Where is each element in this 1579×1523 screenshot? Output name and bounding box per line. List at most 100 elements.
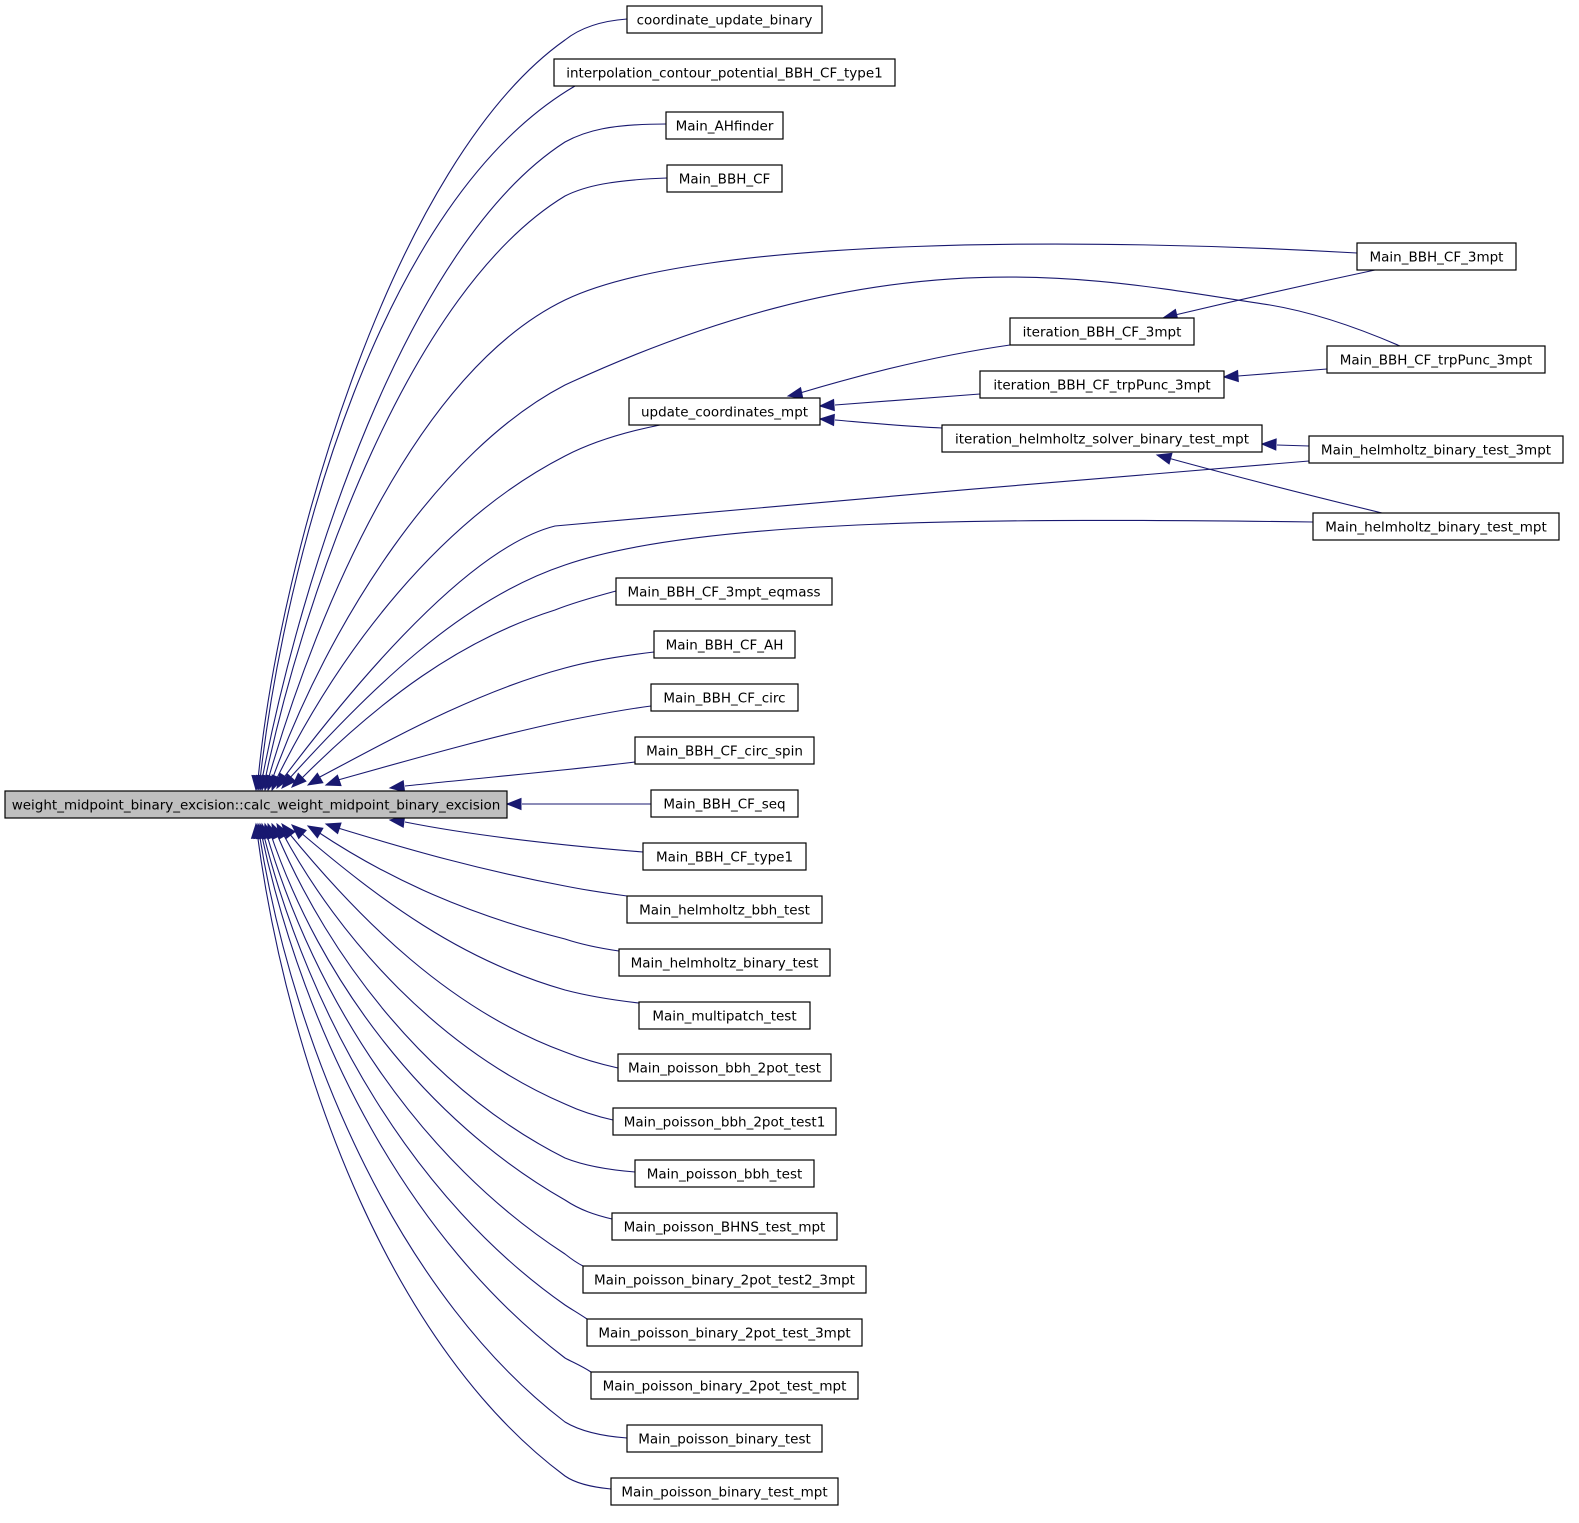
node-main_bbh_cf_3mpt_eqmass[interactable]: Main_BBH_CF_3mpt_eqmass [615,577,833,606]
node-box[interactable] [582,1265,867,1294]
node-label: Main_AHfinder [676,119,774,135]
node-main_poisson_binary_2pot_test_mpt[interactable]: Main_poisson_binary_2pot_test_mpt [590,1371,859,1400]
node-root[interactable]: weight_midpoint_binary_excision::calc_we… [4,790,508,819]
edge-line [834,419,943,429]
arrowhead-icon [324,774,342,787]
node-label: Main_poisson_bbh_2pot_test1 [624,1115,826,1131]
node-box[interactable] [610,1477,839,1506]
node-main_poisson_bhns_test_mpt[interactable]: Main_poisson_BHNS_test_mpt [611,1212,838,1241]
node-box[interactable] [638,1001,811,1030]
node-main_helmholtz_binary_test[interactable]: Main_helmholtz_binary_test [618,948,831,977]
node-label: Main_BBH_CF_AH [666,638,784,654]
node-label: Main_poisson_BHNS_test_mpt [624,1220,826,1236]
node-iteration_helmholtz[interactable]: iteration_helmholtz_solver_binary_test_m… [941,424,1263,453]
node-box[interactable] [653,630,796,659]
node-main_poisson_binary_test[interactable]: Main_poisson_binary_test [626,1424,823,1453]
edge-main_bbh_cf_circ_spin-to-root [388,761,636,793]
node-main_poisson_bbh_test[interactable]: Main_poisson_bbh_test [634,1159,815,1188]
node-main_bbh_cf_circ[interactable]: Main_BBH_CF_circ [650,683,799,712]
node-main_bbh_cf_type1[interactable]: Main_BBH_CF_type1 [642,842,807,871]
node-iteration_bbh_cf_3mpt[interactable]: iteration_BBH_CF_3mpt [1009,317,1195,346]
node-box[interactable] [586,1318,863,1347]
node-box[interactable] [615,577,833,606]
node-box[interactable] [666,164,783,193]
edge-line [317,831,620,952]
node-box[interactable] [618,948,831,977]
node-box[interactable] [617,1053,832,1082]
edge-main_bbh_cf_trppunc_3mpt-to-root [266,276,1401,792]
edge-main_bbh_cf_ah-to-root [306,651,655,786]
node-label: update_coordinates_mpt [641,405,808,421]
arrowhead-icon [1222,369,1239,383]
node-box[interactable] [1356,242,1517,271]
arrowhead-icon [291,772,307,788]
edge-line [337,705,652,781]
node-coordinate_update_binary[interactable]: coordinate_update_binary [626,5,823,34]
node-box[interactable] [626,5,823,34]
edge-line [299,831,640,1004]
node-main_poisson_binary_test_mpt[interactable]: Main_poisson_binary_test_mpt [610,1477,839,1506]
node-update_coordinates_mpt[interactable]: update_coordinates_mpt [628,397,821,426]
node-label: Main_BBH_CF_type1 [656,850,793,866]
node-box[interactable] [611,1212,838,1241]
node-box[interactable] [1326,345,1546,374]
edge-main_helmholtz_binary_test_3mpt-to-iteration_helmholtz [1260,438,1310,451]
node-main_bbh_cf_seq[interactable]: Main_BBH_CF_seq [650,789,799,818]
node-main_bbh_cf_ah[interactable]: Main_BBH_CF_AH [653,630,796,659]
node-box[interactable] [1312,512,1560,541]
node-box[interactable] [626,895,823,924]
node-box[interactable] [626,1424,823,1453]
node-iteration_bbh_cf_trppunc_3mpt[interactable]: iteration_BBH_CF_trpPunc_3mpt [979,370,1225,399]
node-box[interactable] [634,736,815,765]
edge-line [259,85,576,781]
node-main_poisson_bbh_2pot_test[interactable]: Main_poisson_bbh_2pot_test [617,1053,832,1082]
node-main_multipatch_test[interactable]: Main_multipatch_test [638,1001,811,1030]
node-box[interactable] [979,370,1225,399]
node-box[interactable] [628,397,821,426]
node-box[interactable] [4,790,508,819]
nodes-layer: weight_midpoint_binary_excision::calc_we… [4,5,1564,1506]
node-main_helmholtz_bbh_test[interactable]: Main_helmholtz_bbh_test [626,895,823,924]
node-main_poisson_bbh_2pot_test1[interactable]: Main_poisson_bbh_2pot_test1 [612,1107,837,1136]
edge-line [267,243,1358,781]
edge-main_helmholtz_binary_test_3mpt-to-root [276,460,1310,790]
node-box[interactable] [941,424,1263,453]
node-main_bbh_cf[interactable]: Main_BBH_CF [666,164,783,193]
node-label: coordinate_update_binary [637,13,813,29]
arrowhead-icon [1260,438,1277,451]
edge-line [275,831,636,1173]
node-box[interactable] [1009,317,1195,346]
node-main_bbh_cf_3mpt[interactable]: Main_BBH_CF_3mpt [1356,242,1517,271]
node-label: Main_BBH_CF_circ_spin [646,744,803,760]
arrowhead-icon [306,772,324,786]
node-main_helmholtz_binary_test_3mpt[interactable]: Main_helmholtz_binary_test_3mpt [1308,435,1564,464]
arrowhead-icon [505,797,522,811]
node-label: Main_BBH_CF_3mpt_eqmass [627,585,820,601]
node-main_bbh_cf_circ_spin[interactable]: Main_BBH_CF_circ_spin [634,736,815,765]
node-box[interactable] [612,1107,837,1136]
node-box[interactable] [590,1371,859,1400]
edge-line [269,831,613,1220]
node-box[interactable] [634,1159,815,1188]
node-label: Main_multipatch_test [652,1009,796,1025]
node-box[interactable] [650,789,799,818]
node-box[interactable] [1308,435,1564,464]
node-label: Main_poisson_binary_test [638,1432,811,1448]
node-main_ahfinder[interactable]: Main_AHfinder [665,111,784,140]
node-main_poisson_binary_2pot_test_3mpt[interactable]: Main_poisson_binary_2pot_test_3mpt [586,1318,863,1347]
node-label: Main_BBH_CF [679,172,771,188]
node-label: Main_poisson_binary_test_mpt [621,1485,827,1501]
edge-main_bbh_cf_3mpt-to-iteration_bbh_cf_3mpt [1161,269,1376,321]
edge-main_helmholtz_binary_test_mpt-to-iteration_helmholtz [1155,452,1383,514]
edge-line [1167,457,1383,514]
node-main_poisson_binary_2pot_test2_3mpt[interactable]: Main_poisson_binary_2pot_test2_3mpt [582,1265,867,1294]
node-box[interactable] [650,683,799,712]
node-interpolation_contour[interactable]: interpolation_contour_potential_BBH_CF_t… [553,58,896,87]
edge-line [287,519,1314,781]
node-box[interactable] [665,111,784,140]
arrowhead-icon [818,413,835,427]
node-box[interactable] [553,58,896,87]
node-main_helmholtz_binary_test_mpt[interactable]: Main_helmholtz_binary_test_mpt [1312,512,1560,541]
node-main_bbh_cf_trppunc_3mpt[interactable]: Main_BBH_CF_trpPunc_3mpt [1326,345,1546,374]
node-box[interactable] [642,842,807,871]
